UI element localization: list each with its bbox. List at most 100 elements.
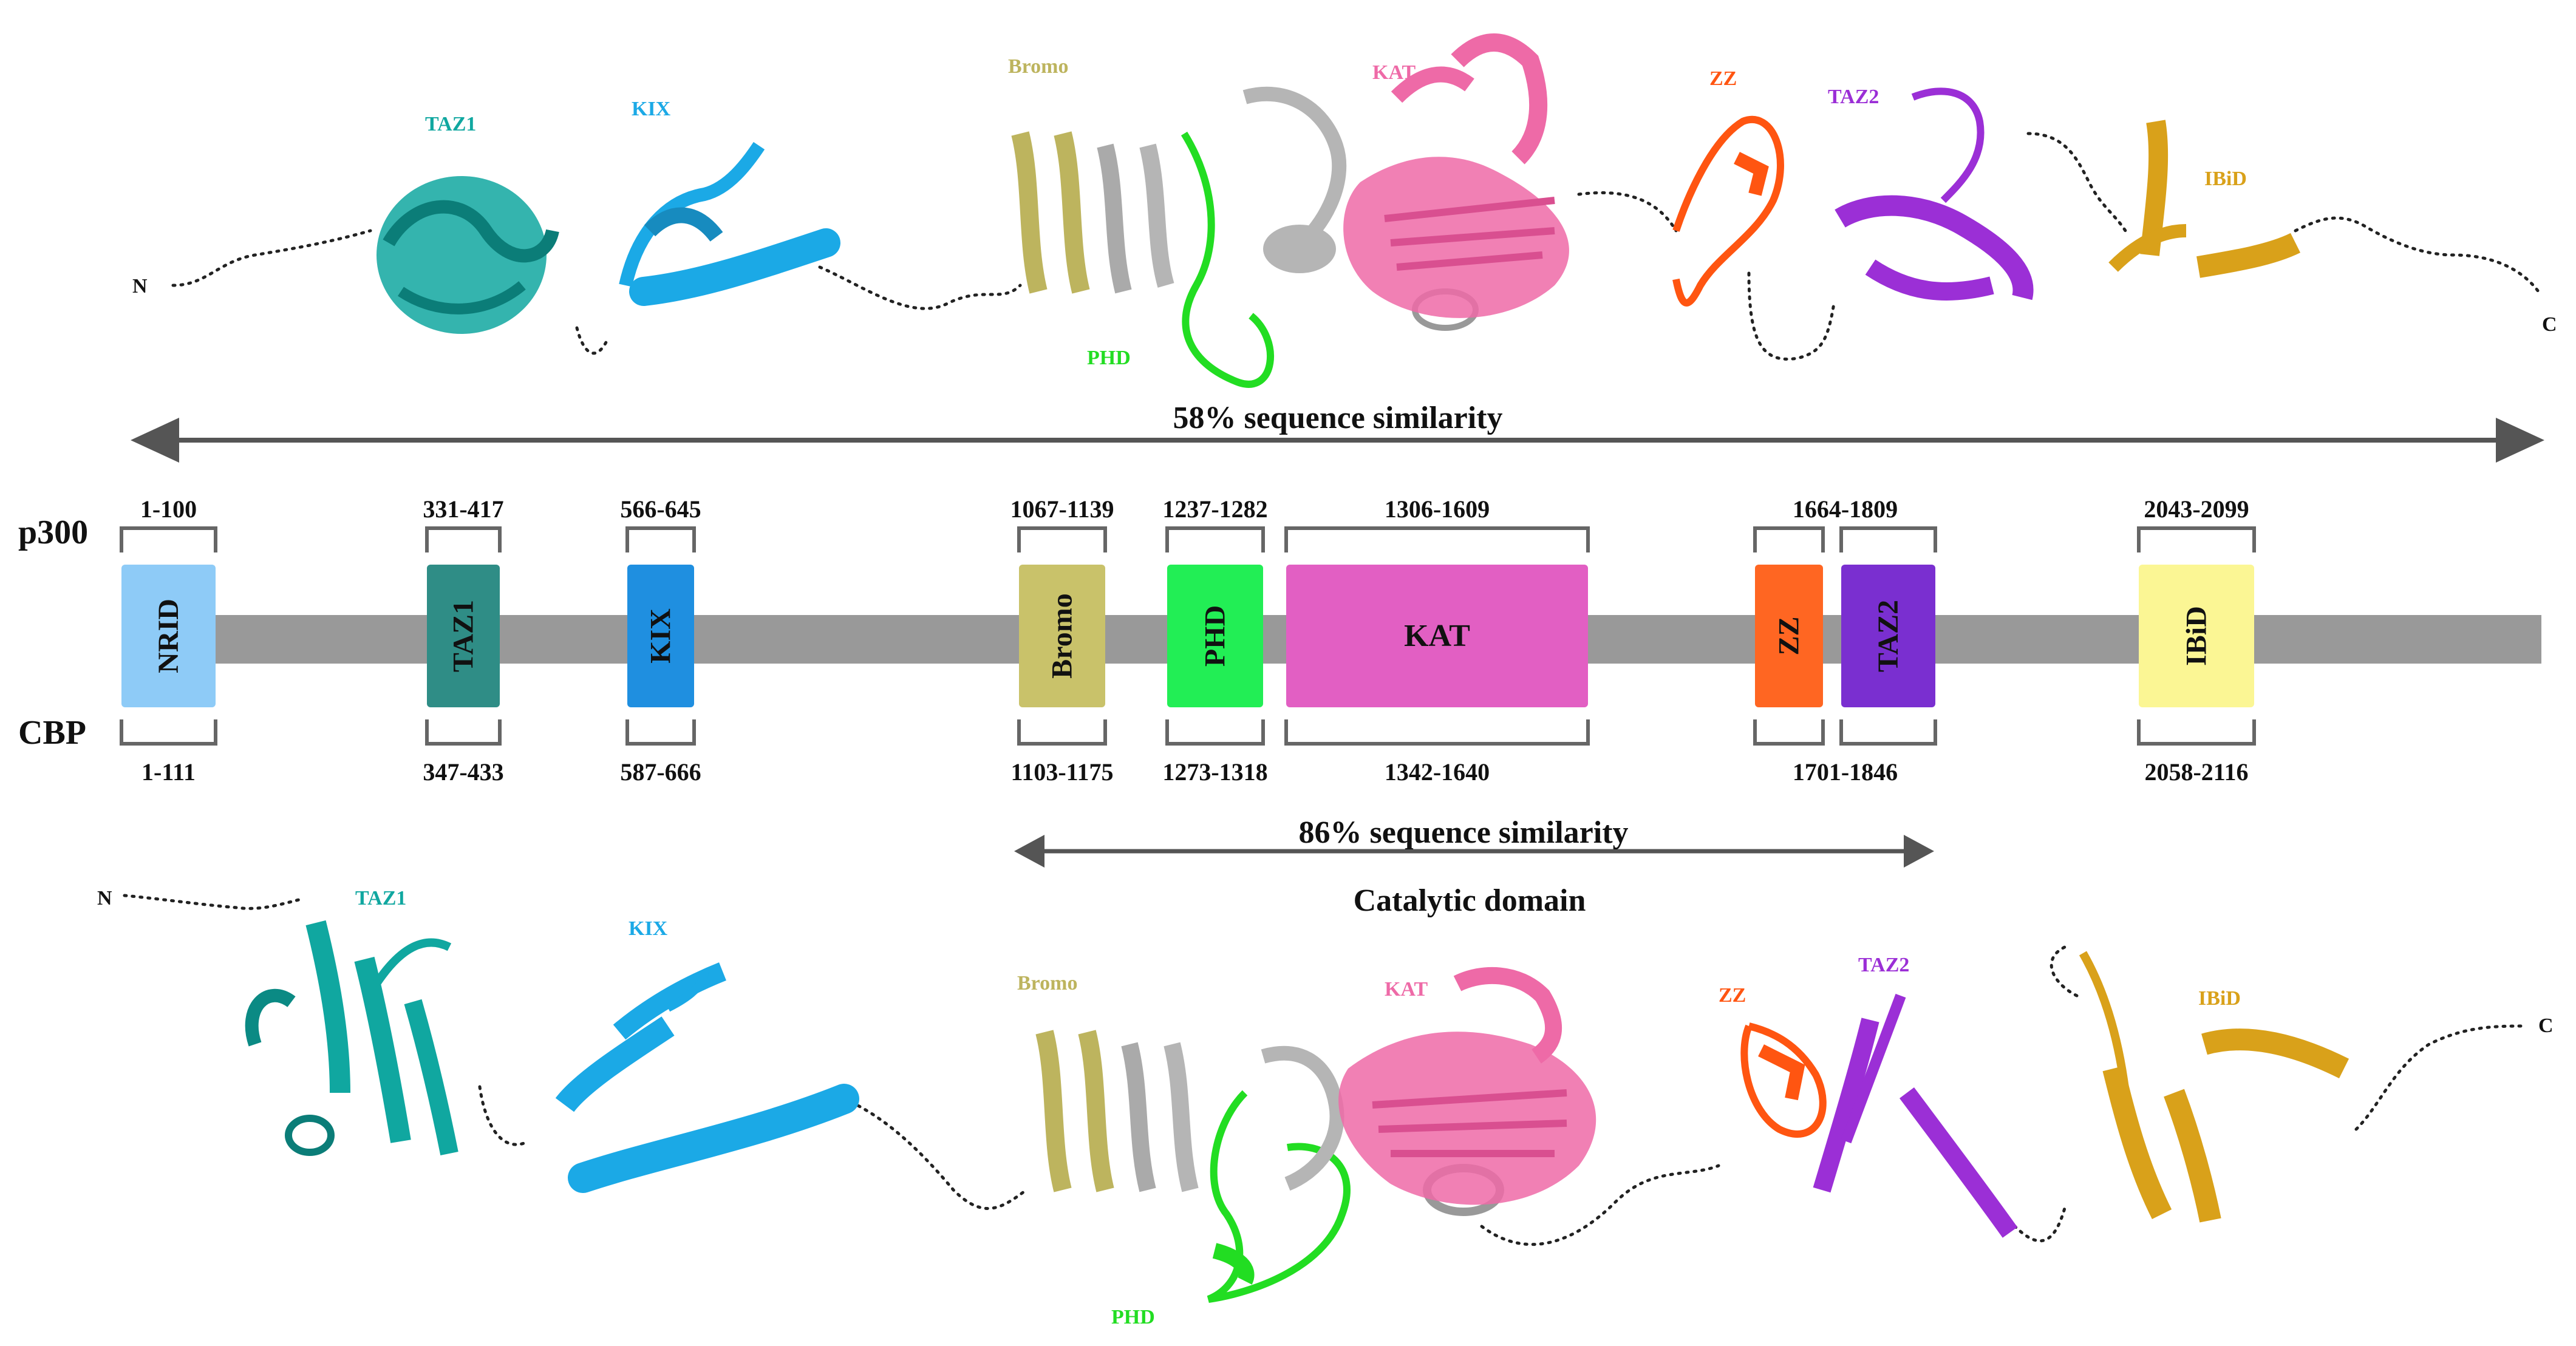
domain-map: p300 CBP NRID 1-100 1-111 TAZ1 331-417 347-43… bbox=[18, 495, 2541, 786]
cbp-bracket-ibid bbox=[2137, 719, 2256, 746]
p300-c-terminus: C bbox=[2542, 313, 2557, 336]
p300-bracket-zz bbox=[1753, 526, 1825, 552]
p300-bracket-phd bbox=[1165, 526, 1265, 552]
cbp-range-nrid: 1-111 bbox=[141, 758, 196, 786]
cbp-linker bbox=[123, 894, 2528, 1246]
domain-label-ibid: IBiD bbox=[2181, 606, 2213, 666]
p300-range-nrid: 1-100 bbox=[140, 495, 197, 523]
cbp-struct-label-taz2: TAZ2 bbox=[1858, 954, 1909, 976]
catalytic-similarity-label: 86% sequence similarity bbox=[1298, 815, 1628, 850]
p300-zz-structure bbox=[1672, 116, 1784, 307]
cbp-bracket-phd bbox=[1165, 719, 1265, 746]
cbp-bracket-nrid bbox=[120, 719, 217, 746]
p300-struct-label-bromo: Bromo bbox=[1008, 55, 1068, 78]
p300-bracket-taz2 bbox=[1839, 526, 1937, 552]
cbp-range-taz1: 347-433 bbox=[423, 758, 503, 786]
domain-label-kix: KIX bbox=[645, 608, 677, 664]
cbp-label: CBP bbox=[18, 714, 86, 752]
p300-bracket-taz1 bbox=[425, 526, 502, 552]
cbp-struct-label-taz1: TAZ1 bbox=[355, 887, 406, 909]
p300-range-taz1: 331-417 bbox=[423, 495, 503, 523]
p300-range-kix: 566-645 bbox=[620, 495, 701, 523]
domain-box-phd bbox=[1167, 565, 1263, 707]
p300-label: p300 bbox=[18, 514, 88, 551]
p300-ibid-structure bbox=[2108, 120, 2301, 278]
domain-label-phd: PHD bbox=[1199, 605, 1232, 667]
p300-struct-label-kix: KIX bbox=[632, 98, 671, 120]
p300-bracket-nrid bbox=[120, 526, 217, 552]
domain-label-taz1: TAZ1 bbox=[448, 600, 480, 672]
p300-struct-label-kat: KAT bbox=[1372, 61, 1416, 84]
domain-label-taz2: TAZ2 bbox=[1872, 600, 1904, 672]
cbp-struct-label-kix: KIX bbox=[629, 917, 668, 940]
p300-bracket-kat bbox=[1284, 526, 1590, 552]
p300-bromo-structure bbox=[1011, 131, 1174, 294]
p300-struct-label-taz1: TAZ1 bbox=[425, 113, 476, 135]
cbp-zz-structure bbox=[1740, 1022, 1827, 1138]
domain-label-nrid: NRID bbox=[152, 599, 185, 673]
cbp-bromo-structure bbox=[1035, 1030, 1199, 1192]
domain-box-ibid bbox=[2139, 565, 2254, 707]
p300-range-bromo: 1067-1139 bbox=[1010, 495, 1114, 523]
cbp-struct-label-kat: KAT bbox=[1385, 978, 1428, 1001]
cbp-bracket-taz1 bbox=[425, 719, 502, 746]
p300-range-ibid: 2043-2099 bbox=[2144, 495, 2249, 523]
p300-kix-structure bbox=[619, 141, 840, 306]
cbp-taz1-structure bbox=[245, 920, 458, 1156]
p300-taz2-structure bbox=[1835, 87, 2034, 301]
cbp-range-ibid: 2058-2116 bbox=[2144, 758, 2248, 786]
domain-box-kix bbox=[627, 565, 694, 707]
p300-struct-label-phd: PHD bbox=[1087, 347, 1131, 369]
cbp-struct-label-zz: ZZ bbox=[1719, 984, 1746, 1007]
cbp-bracket-taz2 bbox=[1839, 719, 1937, 746]
p300-range-kat: 1306-1609 bbox=[1385, 495, 1490, 523]
catalytic-domain-label: Catalytic domain bbox=[1354, 883, 1586, 918]
domain-layer: NRID 1-100 1-111 TAZ1 331-417 347-433 KIX 566-6… bbox=[120, 495, 2256, 786]
domain-label-bromo: Bromo bbox=[1046, 593, 1078, 678]
domain-box-zz bbox=[1755, 565, 1823, 707]
cbp-struct-label-bromo: Bromo bbox=[1017, 972, 1077, 994]
cbp-taz2-structure bbox=[1813, 993, 2018, 1238]
p300-range-phd: 1237-1282 bbox=[1162, 495, 1267, 523]
domain-label-kat: KAT bbox=[1404, 619, 1470, 653]
cbp-struct-label-ibid: IBiD bbox=[2198, 987, 2241, 1010]
cbp-range-zz-taz2: 1701-1846 bbox=[1793, 758, 1898, 786]
domain-box-kat bbox=[1286, 565, 1588, 707]
domain-box-nrid bbox=[121, 565, 216, 707]
cbp-bracket-kix bbox=[625, 719, 696, 746]
p300-bracket-ibid bbox=[2137, 526, 2256, 552]
cbp-bracket-kat bbox=[1284, 719, 1590, 746]
cbp-range-phd: 1273-1318 bbox=[1162, 758, 1267, 786]
cbp-struct-label-phd: PHD bbox=[1111, 1306, 1155, 1328]
cbp-bracket-bromo bbox=[1017, 719, 1107, 746]
p300-struct-label-ibid: IBiD bbox=[2204, 168, 2247, 190]
p300-linker bbox=[171, 132, 2540, 361]
cbp-kat-structure bbox=[1338, 967, 1596, 1205]
p300-range-zz-taz2: 1664-1809 bbox=[1793, 495, 1898, 523]
domain-box-taz2 bbox=[1841, 565, 1935, 707]
p300-struct-label-taz2: TAZ2 bbox=[1828, 86, 1879, 108]
overall-similarity-arrow: 58% sequence similarity bbox=[131, 401, 2544, 463]
domain-label-zz: ZZ bbox=[1773, 616, 1805, 655]
p300-struct-label-zz: ZZ bbox=[1709, 67, 1737, 90]
domain-box-taz1 bbox=[427, 565, 500, 707]
cbp-structure: N C TAZ1 KIX Bromo KAT PHD ZZ TAZ2 IBiD bbox=[97, 887, 2554, 1328]
cbp-range-kat: 1342-1640 bbox=[1385, 758, 1490, 786]
catalytic-similarity-arrow: 86% sequence similarity Catalytic domain bbox=[1014, 815, 1934, 918]
p300-phd-structure bbox=[1181, 131, 1274, 388]
domain-box-bromo bbox=[1019, 565, 1105, 707]
cbp-range-bromo: 1103-1175 bbox=[1011, 758, 1114, 786]
cbp-range-kix: 587-666 bbox=[620, 758, 701, 786]
p300-n-terminus: N bbox=[132, 275, 148, 297]
cbp-ibid-structure bbox=[2079, 951, 2349, 1223]
cbp-kix-structure bbox=[555, 962, 859, 1193]
p300-bracket-kix bbox=[625, 526, 696, 552]
overall-similarity-label: 58% sequence similarity bbox=[1173, 401, 1502, 435]
cbp-phd-structure bbox=[1207, 1090, 1351, 1303]
cbp-bracket-zz bbox=[1753, 719, 1825, 746]
p300-structure: N C TAZ1 KIX Bromo KAT PHD ZZ TAZ2 IBiD bbox=[132, 33, 2557, 388]
p300-taz1-structure bbox=[377, 176, 559, 334]
p300-kat-structure bbox=[1343, 33, 1569, 318]
cbp-c-terminus: C bbox=[2538, 1015, 2554, 1037]
